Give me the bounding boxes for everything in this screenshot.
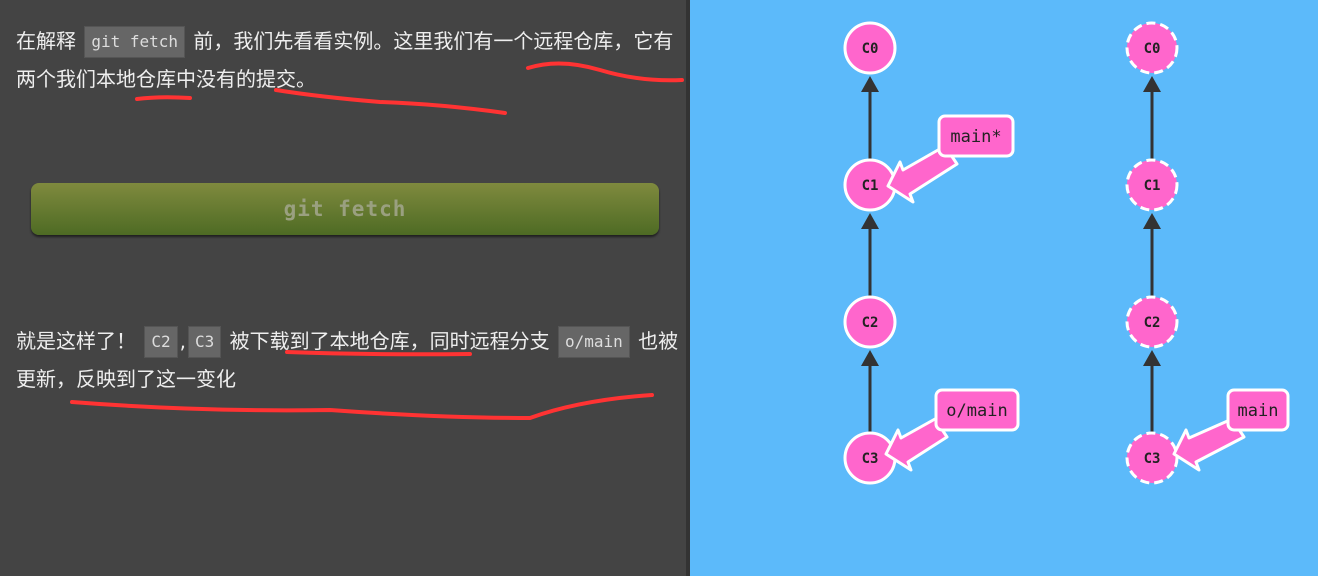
commit-label: C1 [1144,178,1161,194]
underline-local-repo [274,88,507,115]
explanation-separator: , [179,329,186,353]
edge-arrowhead [1143,350,1161,366]
underline-remote-repo [526,61,684,83]
branch-remote-main[interactable]: main [1172,388,1290,472]
code-c3: C3 [187,326,222,358]
code-git-fetch: git fetch [84,26,186,58]
red-annotation-underlines [70,61,684,421]
remote-commit-node[interactable]: C1 [1125,158,1179,212]
branch-main-star[interactable]: main* [886,114,1015,204]
panel-divider [686,0,692,576]
remote-commit-node[interactable]: C2 [1125,295,1179,349]
branch-label: main* [950,127,1001,147]
edge-arrowhead [861,350,879,366]
intro-text-a: 在解释 [16,29,76,53]
intro-text-b: 前，我们先看看实例。这里我们有一个远程仓库，它有两个我们本地仓库中没有的提交。 [16,29,674,91]
branch-arrow [1172,417,1246,472]
commit-node[interactable]: C2 [843,295,897,349]
branch-label: o/main [946,401,1007,421]
branch-o-main[interactable]: o/main [884,388,1020,472]
code-c2: C2 [144,326,178,358]
commit-label: C1 [862,178,879,194]
commit-label: C0 [862,41,879,57]
graph-visualization-panel: C0 C1 C2 C3 main* [690,0,1318,576]
code-o-main: o/main [557,326,630,358]
remote-commit-node[interactable]: C3 [1125,431,1179,485]
commit-label: C3 [1144,451,1161,467]
commit-label: C2 [862,315,879,331]
commit-node[interactable]: C3 [843,431,897,485]
local-repository: C0 C1 C2 C3 main* [843,21,1020,485]
underline-updated [70,393,654,421]
explanation-text-a: 就是这样了！ [16,329,136,353]
instruction-panel: 在解释 git fetch 前，我们先看看实例。这里我们有一个远程仓库，它有两个… [16,22,684,421]
remote-repository: C0 C1 C2 C3 main [1125,21,1290,485]
intro-paragraph: 在解释 git fetch 前，我们先看看实例。这里我们有一个远程仓库，它有两个… [16,22,681,98]
edge-arrowhead [861,213,879,229]
commit-label: C2 [1144,315,1161,331]
explanation-text-b: 被下载到了本地仓库，同时远程分支 [229,329,550,353]
edge-arrowhead [861,76,879,92]
commit-label: C3 [862,451,879,467]
branch-label: main [1238,401,1279,421]
underline-two [135,95,192,101]
edge-arrowhead [1143,76,1161,92]
edge-arrowhead [1143,213,1161,229]
remote-commit-node[interactable]: C0 [1125,21,1179,75]
git-fetch-command-button[interactable]: git fetch [31,183,659,235]
explanation-paragraph: 就是这样了！ C2,C3 被下载到了本地仓库，同时远程分支 o/main 也被更… [16,322,681,398]
underline-downloaded [285,350,472,357]
commit-graph: C0 C1 C2 C3 main* [843,21,1290,485]
explanation-text-c: 也被更新，反映到了这一变化 [16,329,679,391]
branch-arrow [886,144,959,204]
commit-node[interactable]: C0 [843,21,897,75]
branch-arrow [884,417,949,472]
commit-label: C0 [1144,41,1161,57]
